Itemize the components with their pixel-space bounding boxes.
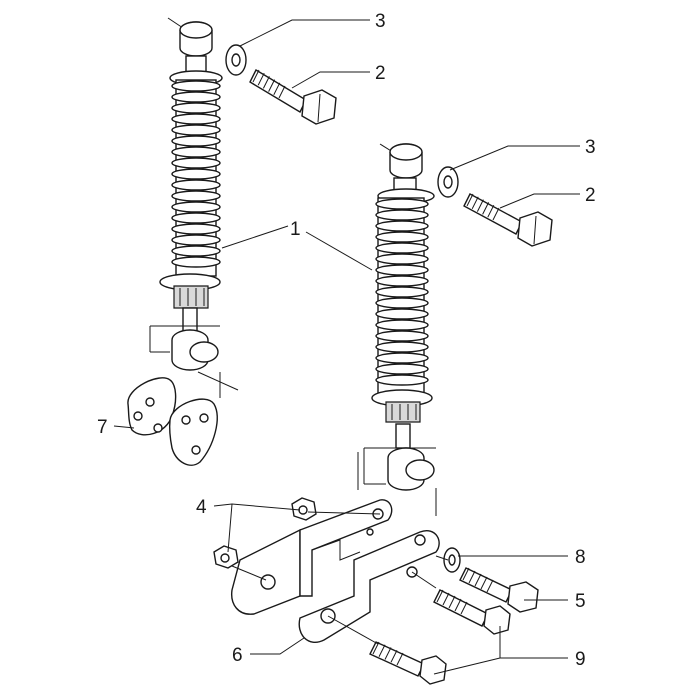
bracket-right bbox=[298, 528, 440, 643]
callout-2-upper: 2 bbox=[375, 63, 386, 84]
mounting-plate-left-b bbox=[168, 398, 218, 466]
callout-2-lower: 2 bbox=[585, 185, 596, 206]
spring-coils-right bbox=[375, 198, 429, 386]
callout-4: 4 bbox=[196, 497, 207, 518]
callout-8: 8 bbox=[575, 547, 586, 568]
callout-3-lower: 3 bbox=[585, 137, 596, 158]
bolt-upper-left bbox=[249, 69, 337, 125]
callout-9: 9 bbox=[575, 649, 586, 670]
bolt-lower-middle bbox=[433, 589, 511, 635]
leader-lines bbox=[113, 19, 580, 675]
callout-5: 5 bbox=[575, 591, 586, 612]
washer-lower-right bbox=[443, 547, 461, 573]
callout-6: 6 bbox=[232, 645, 243, 666]
callout-7: 7 bbox=[97, 417, 108, 438]
callout-3-upper: 3 bbox=[375, 11, 386, 32]
washer-upper-left bbox=[225, 44, 247, 76]
callout-1: 1 bbox=[290, 219, 301, 240]
shock-absorber-left bbox=[149, 17, 239, 398]
nut-upper bbox=[291, 497, 317, 521]
bolt-lower-right bbox=[459, 567, 539, 613]
shock-absorber-right bbox=[357, 143, 437, 516]
bolt-lower-left bbox=[369, 641, 447, 685]
nut-lower bbox=[213, 545, 239, 569]
washer-upper-right bbox=[437, 166, 459, 198]
spring-coils-left bbox=[171, 80, 221, 268]
bracket-left bbox=[231, 499, 393, 615]
mounting-plate-left-a bbox=[127, 377, 177, 436]
bolt-upper-right bbox=[463, 193, 553, 247]
